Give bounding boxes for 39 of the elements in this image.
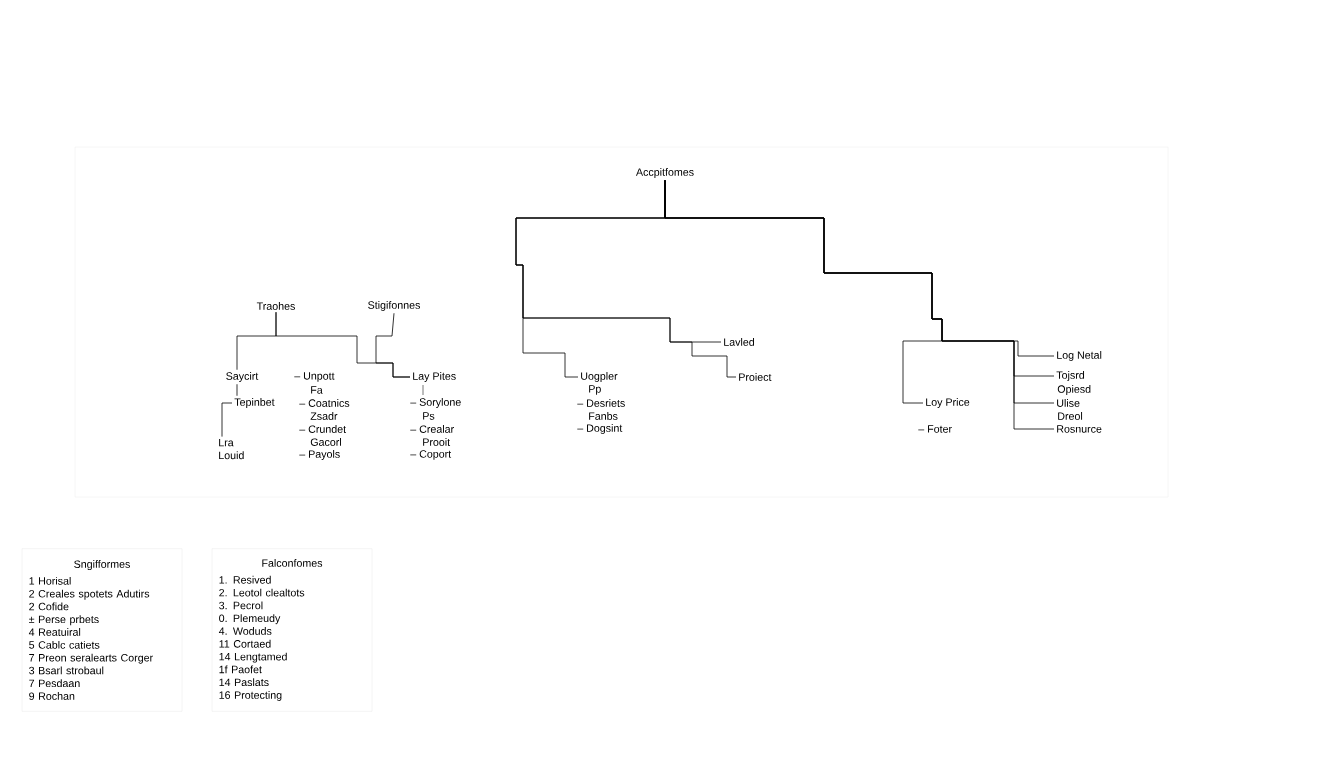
tree-label: Lavled xyxy=(724,338,754,346)
list-item: – Dogsint xyxy=(577,424,623,434)
tree-label: Traohes xyxy=(256,302,295,310)
list-item: Dreol xyxy=(1058,412,1083,420)
tree-label: Uogpler xyxy=(581,372,618,382)
list-panel: Falconfomes 1. Resived 2. Leotol clealtots 3. Pecrol 0. Plemeudy 4. Woduds 11 Cortaed 14 Lengtamed 1f Paofet 14 Paslats 16 Protecting xyxy=(211,548,373,712)
list-item: Fa xyxy=(311,386,323,394)
list-item: Prooit xyxy=(423,438,451,446)
list-item: – Crundet xyxy=(299,425,346,433)
list-item: Pp xyxy=(589,385,601,395)
list-item: – Sorylone xyxy=(410,398,461,408)
list-item: Zsadr xyxy=(310,412,338,420)
list-item: – Foter xyxy=(918,425,952,433)
connector-line xyxy=(236,383,238,397)
tree-label: Ulise xyxy=(1057,399,1080,407)
list-item: Fanbs xyxy=(589,412,618,420)
tree-label: Saycirt xyxy=(226,372,259,382)
list-item: Ps xyxy=(423,412,435,420)
tree-label: Tepinbet xyxy=(234,398,275,408)
connector-line xyxy=(375,312,411,378)
list-item: – Desriets xyxy=(577,399,625,407)
list-item: Gacorl xyxy=(310,438,341,446)
list-item: – Crealar xyxy=(410,425,454,433)
list-item: – Coatnics xyxy=(299,399,350,407)
tree-label: Lay Pites xyxy=(413,372,456,382)
tree-label: Tojsrd xyxy=(1056,371,1085,381)
tree-label: Lra Louid xyxy=(219,438,244,460)
list-panel: Sngifformes 1 Horisal 2 Creales spotets Adutirs 2 Cofide ± Perse prbets 4 Reatuiral 5 Cablc catiets 7 Preon seralearts Corger 3 Bsarl strobaul 7 Pesdaan 9 Rochan xyxy=(21,548,183,712)
tree-label: Log Netal xyxy=(1057,351,1102,361)
list-item: – Payols xyxy=(299,450,340,460)
list-item: Opiesd xyxy=(1057,385,1091,395)
tree-label: Accpitfomes xyxy=(636,168,694,178)
list-item: – Coport xyxy=(410,450,452,460)
tree-label: Loy Price xyxy=(926,398,970,408)
tree-label: Proiect xyxy=(739,373,772,381)
list-item: – Unpott xyxy=(294,372,335,382)
tree-label: Rosnurce xyxy=(1057,425,1102,433)
connector-line xyxy=(221,402,233,437)
tree-label: Stigifonnes xyxy=(368,301,420,311)
